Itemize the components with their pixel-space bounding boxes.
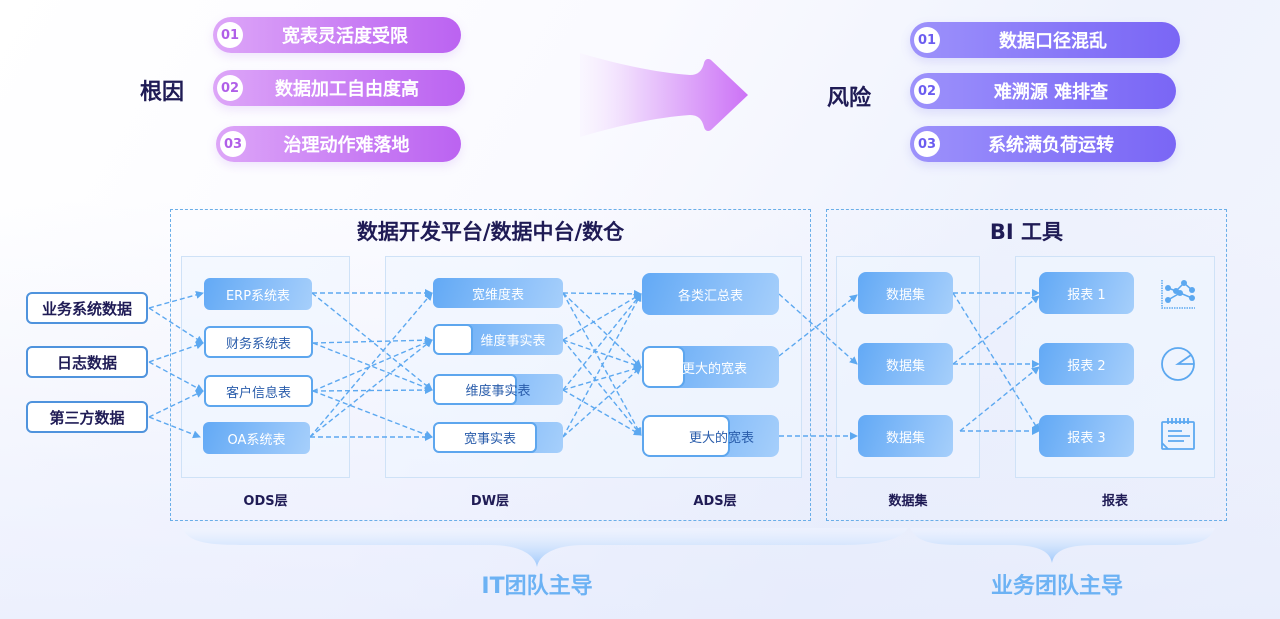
connector bbox=[311, 292, 433, 391]
connector bbox=[562, 339, 642, 369]
right-arrow-icon bbox=[580, 53, 748, 137]
connector bbox=[312, 342, 433, 392]
ods-node-customer: 客户信息表 bbox=[204, 375, 313, 407]
connector bbox=[312, 390, 433, 439]
cause-pill-1: 01 宽表灵活度受限 bbox=[213, 17, 461, 53]
ads-node-summary: 各类汇总表 bbox=[642, 273, 779, 315]
connector bbox=[148, 291, 204, 309]
connector bbox=[562, 366, 642, 438]
ods-node-erp: ERP系统表 bbox=[204, 278, 312, 310]
connector bbox=[312, 386, 433, 395]
connector bbox=[952, 295, 1040, 365]
ads-node-bigger-wide-2: 更大的宽表 bbox=[642, 415, 779, 457]
connector bbox=[148, 390, 204, 418]
risk-number: 03 bbox=[914, 131, 940, 157]
cause-number: 02 bbox=[217, 75, 243, 101]
it-team-lead-label: IT团队主导 bbox=[481, 574, 593, 599]
connector bbox=[562, 293, 642, 391]
notepad-icon bbox=[1161, 418, 1195, 450]
connector bbox=[562, 339, 642, 436]
causes-title: 根因 bbox=[140, 80, 185, 105]
connector bbox=[562, 289, 642, 298]
dataset-node-1: 数据集 bbox=[858, 272, 953, 314]
report-node-2: 报表 2 bbox=[1039, 343, 1134, 385]
connector bbox=[312, 339, 433, 392]
cause-text: 治理动作难落地 bbox=[283, 135, 410, 156]
biz-brace bbox=[910, 528, 1215, 563]
ads-node-label: 更大的宽表 bbox=[688, 430, 754, 446]
ads-node-bigger-wide-1: 更大的宽表 bbox=[642, 346, 779, 388]
dw-node-dimension-fact-1: 维度事实表 bbox=[433, 324, 563, 355]
connector bbox=[309, 339, 433, 438]
cause-number: 01 bbox=[217, 22, 243, 48]
bi-frame bbox=[826, 209, 1227, 521]
risk-pill-1: 01 数据口径混乱 bbox=[910, 22, 1180, 58]
dw-node-wide-fact: 宽事实表 bbox=[433, 422, 563, 453]
pie-chart-icon bbox=[1161, 347, 1195, 381]
dw-node-dimension-fact-2: 维度事实表 bbox=[433, 374, 563, 405]
connector bbox=[148, 361, 204, 392]
connector bbox=[562, 293, 642, 341]
ods-label: ODS层 bbox=[243, 494, 288, 509]
platform-frame bbox=[170, 209, 811, 521]
connector bbox=[562, 389, 642, 436]
connector bbox=[952, 292, 1040, 432]
dw-node-label: 宽事实表 bbox=[463, 432, 516, 447]
connector bbox=[562, 365, 642, 391]
connector bbox=[562, 292, 642, 368]
ads-label: ADS层 bbox=[693, 494, 737, 509]
bi-title: BI 工具 bbox=[989, 220, 1064, 244]
connector bbox=[778, 294, 858, 357]
risk-pill-2: 02 难溯源 难排查 bbox=[910, 73, 1176, 109]
dw-label: DW层 bbox=[470, 494, 510, 509]
dataset-node-3: 数据集 bbox=[858, 415, 953, 457]
risk-text: 难溯源 难排查 bbox=[993, 82, 1109, 103]
cause-text: 宽表灵活度受限 bbox=[282, 26, 408, 47]
connector bbox=[562, 293, 642, 438]
cause-pill-2: 02 数据加工自由度高 bbox=[213, 70, 465, 106]
report-node-3: 报表 3 bbox=[1039, 415, 1134, 457]
dataset-node-2: 数据集 bbox=[858, 343, 953, 385]
connector bbox=[562, 292, 642, 436]
dataset-label: 数据集 bbox=[888, 494, 928, 509]
dw-node-label: 维度事实表 bbox=[480, 334, 546, 349]
risk-text: 数据口径混乱 bbox=[999, 31, 1107, 52]
risks-title: 风险 bbox=[827, 86, 872, 111]
report-node-1: 报表 1 bbox=[1039, 272, 1134, 314]
cause-number: 03 bbox=[220, 131, 246, 157]
dw-node-label: 维度事实表 bbox=[465, 384, 531, 399]
risk-pill-3: 03 系统满负荷运转 bbox=[910, 126, 1176, 162]
it-brace bbox=[182, 528, 908, 567]
connector bbox=[959, 366, 1040, 432]
risk-text: 系统满负荷运转 bbox=[988, 135, 1114, 156]
source-third-party: 第三方数据 bbox=[26, 401, 148, 433]
report-label: 报表 bbox=[1101, 494, 1128, 509]
ods-node-finance: 财务系统表 bbox=[204, 326, 313, 358]
ads-node-label: 更大的宽表 bbox=[681, 361, 747, 377]
cause-pill-3: 03 治理动作难落地 bbox=[216, 126, 461, 162]
cause-text: 数据加工自由度高 bbox=[275, 79, 419, 100]
connector bbox=[778, 293, 858, 365]
platform-title: 数据开发平台/数据中台/数仓 bbox=[356, 220, 625, 244]
connector bbox=[312, 336, 433, 345]
connector bbox=[148, 416, 201, 439]
dw-node-wide-dimension: 宽维度表 bbox=[433, 278, 563, 308]
connector bbox=[148, 307, 204, 344]
source-logs: 日志数据 bbox=[26, 346, 148, 378]
connector bbox=[148, 341, 204, 363]
ods-node-oa: OA系统表 bbox=[203, 422, 310, 454]
risk-number: 01 bbox=[914, 27, 940, 53]
source-business-system: 业务系统数据 bbox=[26, 292, 148, 324]
business-team-lead-label: 业务团队主导 bbox=[990, 574, 1123, 599]
line-chart-icon bbox=[1161, 280, 1195, 309]
risk-number: 02 bbox=[914, 78, 940, 104]
